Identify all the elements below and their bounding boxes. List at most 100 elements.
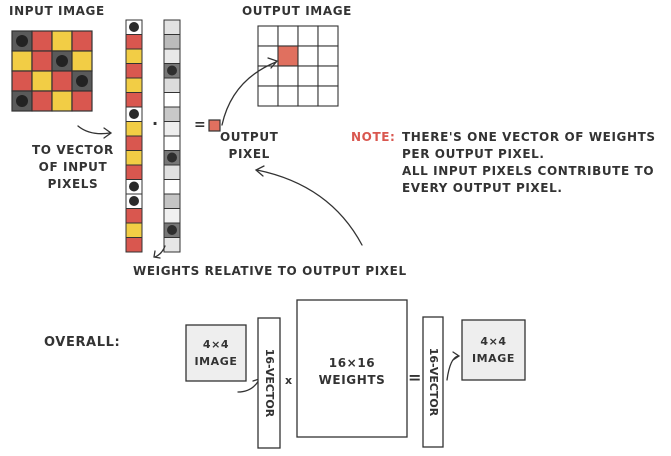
input-pixel-vector bbox=[125, 19, 143, 253]
weight-cell bbox=[163, 237, 181, 253]
overall-vector-out-box bbox=[422, 316, 444, 448]
output-pixel-square bbox=[208, 119, 221, 132]
weight-cell bbox=[163, 106, 181, 122]
input-image-label: INPUT IMAGE bbox=[9, 4, 105, 18]
output-pixel-cell bbox=[297, 65, 319, 87]
input-vector-dot bbox=[129, 181, 139, 192]
weight-dot bbox=[167, 152, 177, 163]
input-image-grid bbox=[11, 30, 93, 112]
input-pixel bbox=[31, 90, 53, 112]
output-image-label: OUTPUT IMAGE bbox=[242, 4, 352, 18]
weight-cell bbox=[163, 135, 181, 151]
input-vector-dot bbox=[129, 109, 139, 119]
output-pixel-cell bbox=[317, 45, 339, 67]
output-pixel-cell bbox=[277, 45, 299, 67]
input-vector-dot bbox=[129, 196, 139, 206]
weight-dot bbox=[167, 65, 177, 76]
overall-output-text: 4×4 IMAGE bbox=[471, 335, 516, 365]
input-pixel bbox=[51, 70, 73, 92]
output-pixel-cell bbox=[297, 85, 319, 107]
weight-cell bbox=[163, 19, 181, 35]
output-image-grid bbox=[257, 25, 339, 107]
input-pixel bbox=[31, 70, 53, 92]
weights-label-arrow bbox=[154, 245, 166, 258]
to-vector-arrow bbox=[77, 125, 111, 135]
input-pixel-dot bbox=[16, 95, 28, 107]
input-vector-dot bbox=[129, 22, 139, 32]
note-label: NOTE: bbox=[351, 130, 396, 144]
input-pixel bbox=[51, 30, 73, 52]
weight-cell bbox=[163, 77, 181, 93]
weight-dot bbox=[167, 225, 177, 235]
input-pixel bbox=[71, 50, 93, 72]
weight-cell bbox=[163, 208, 181, 224]
input-vector-cell bbox=[125, 135, 143, 151]
weight-cell bbox=[163, 48, 181, 64]
output-pixel-cell bbox=[297, 45, 319, 67]
output-pixel-arrow bbox=[221, 61, 277, 126]
output-pixel-cell bbox=[277, 25, 299, 47]
input-pixel bbox=[71, 90, 93, 112]
weights-label-arrowhead bbox=[153, 250, 161, 259]
output-pixel-cell bbox=[277, 85, 299, 107]
overall-vector-in-box bbox=[257, 317, 281, 449]
input-pixel bbox=[31, 30, 53, 52]
input-pixel bbox=[71, 30, 93, 52]
output-pixel-cell bbox=[257, 25, 279, 47]
output-pixel-cell bbox=[317, 85, 339, 107]
output-pixel-cell bbox=[317, 65, 339, 87]
input-vector-cell bbox=[125, 208, 143, 224]
input-pixel-dot bbox=[56, 55, 68, 67]
weight-cell bbox=[163, 92, 181, 108]
input-vector-cell bbox=[125, 164, 143, 180]
overall-vector-in-text: 16-VECTOR bbox=[263, 348, 276, 418]
to-vector-arrowhead bbox=[103, 127, 113, 139]
input-vector-cell bbox=[125, 150, 143, 166]
output-pixel-cell bbox=[257, 85, 279, 107]
output-pixel-arrowhead bbox=[267, 57, 279, 69]
output-pixel-cell bbox=[277, 65, 299, 87]
input-vector-cell bbox=[125, 34, 143, 50]
weight-cell bbox=[163, 121, 181, 137]
input-vector-cell bbox=[125, 92, 143, 108]
weight-cell bbox=[163, 34, 181, 50]
overall-input-text: 4×4 IMAGE bbox=[194, 338, 238, 368]
weights-arrow-to-pixel bbox=[256, 169, 363, 246]
equals-operator: = bbox=[194, 117, 207, 133]
input-pixel bbox=[11, 70, 33, 92]
input-pixel-dot bbox=[16, 35, 28, 47]
output-pixel-cell bbox=[317, 25, 339, 47]
input-pixel bbox=[31, 50, 53, 72]
input-vector-cell bbox=[125, 222, 143, 238]
weights-relative-label: WEIGHTS RELATIVE TO OUTPUT PIXEL bbox=[133, 264, 407, 278]
to-vector-label: TO VECTOR OF INPUT PIXELS bbox=[32, 143, 114, 191]
weight-cell bbox=[163, 179, 181, 195]
input-pixel-dot bbox=[76, 75, 88, 87]
overall-input-arrow bbox=[237, 379, 260, 393]
note-text: THERE'S ONE VECTOR OF WEIGHTS PER OUTPUT… bbox=[402, 130, 656, 195]
input-vector-cell bbox=[125, 63, 143, 79]
input-vector-cell bbox=[125, 48, 143, 64]
times-operator: x bbox=[285, 374, 293, 387]
overall-weights-text: 16×16 WEIGHTS bbox=[318, 356, 386, 387]
overall-vector-out-text: 16-VECTOR bbox=[427, 347, 440, 417]
input-vector-cell bbox=[125, 77, 143, 93]
overall-output-arrowhead bbox=[452, 351, 461, 361]
overall-output-box bbox=[461, 319, 526, 381]
input-pixel bbox=[11, 50, 33, 72]
overall-output-arrow bbox=[446, 355, 459, 381]
overall-label: OVERALL: bbox=[44, 335, 121, 350]
output-pixel-cell bbox=[297, 25, 319, 47]
input-vector-cell bbox=[125, 121, 143, 137]
overall-weights-box bbox=[296, 299, 408, 438]
weight-cell bbox=[163, 164, 181, 180]
weights-arrowhead bbox=[254, 165, 265, 177]
overall-input-box bbox=[185, 324, 247, 382]
output-pixel-label: OUTPUT PIXEL bbox=[220, 130, 279, 161]
dot-operator: · bbox=[152, 114, 159, 133]
weights-vector bbox=[163, 19, 181, 253]
input-vector-cell bbox=[125, 237, 143, 253]
input-pixel bbox=[51, 90, 73, 112]
